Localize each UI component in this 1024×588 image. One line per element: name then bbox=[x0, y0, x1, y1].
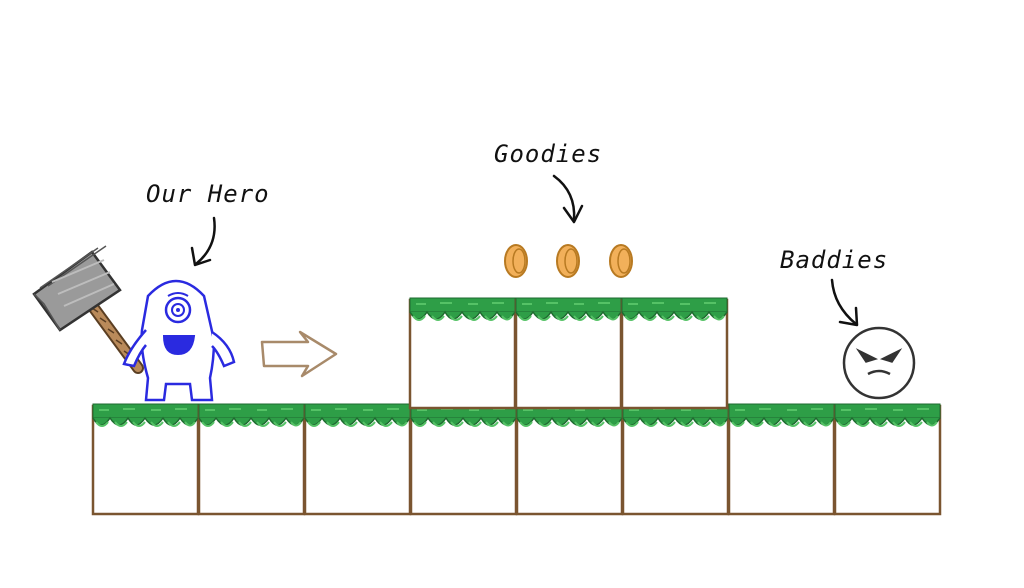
ground-block bbox=[515, 402, 624, 516]
coins bbox=[504, 244, 633, 278]
raised-platform bbox=[408, 296, 729, 410]
ground-row bbox=[91, 402, 942, 516]
ground-block bbox=[91, 402, 200, 516]
platform-block bbox=[408, 296, 517, 410]
coin-icon bbox=[556, 244, 580, 278]
platform-block bbox=[620, 296, 729, 410]
angry-face-icon bbox=[842, 326, 916, 400]
right-arrow-icon bbox=[260, 330, 338, 378]
hero-label: Our Hero bbox=[146, 180, 270, 208]
ground-block bbox=[621, 402, 730, 516]
ground-block bbox=[833, 402, 942, 516]
ground-block bbox=[409, 402, 518, 516]
baddies-label: Baddies bbox=[780, 246, 888, 274]
hammer-icon bbox=[32, 245, 144, 374]
ground-block bbox=[197, 402, 306, 516]
ground-block bbox=[727, 402, 836, 516]
ground-block bbox=[303, 402, 412, 516]
cyclops-monster-icon bbox=[122, 279, 236, 402]
goodies-callout-arrow bbox=[552, 174, 584, 224]
coin-icon bbox=[504, 244, 528, 278]
coin-icon bbox=[609, 244, 633, 278]
goodies-label: Goodies bbox=[494, 140, 602, 168]
platform-block bbox=[514, 296, 623, 410]
hero-callout-arrow bbox=[190, 216, 216, 267]
baddies-callout-arrow bbox=[830, 278, 859, 327]
